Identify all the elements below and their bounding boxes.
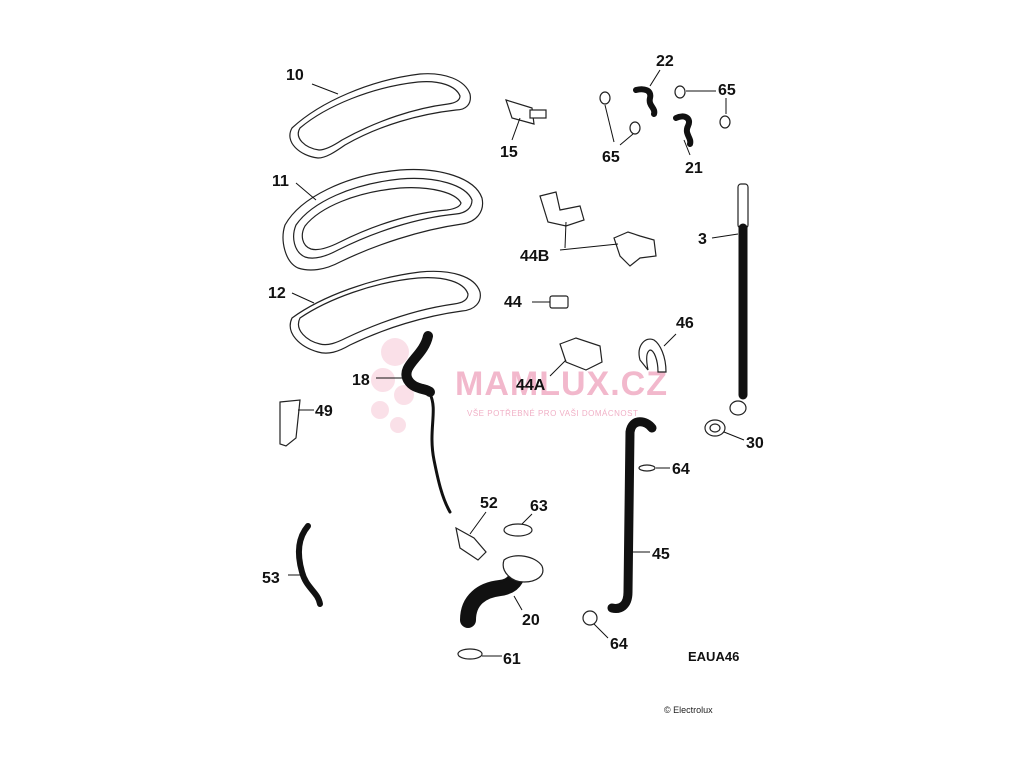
part-30-nut	[704, 419, 745, 441]
part-3-hose	[711, 183, 749, 416]
part-65-gasket-left	[599, 91, 641, 146]
leader-10	[311, 83, 339, 95]
part-18-hose	[376, 331, 452, 514]
part-15-lock	[505, 99, 547, 141]
part-49-bracket	[279, 399, 314, 447]
callout-65-right: 65	[718, 82, 736, 99]
leader-65-left-b	[619, 133, 634, 146]
leader-65-left-a	[604, 104, 615, 143]
leader-22	[649, 69, 661, 87]
part-12-seal	[289, 270, 481, 354]
callout-53: 53	[262, 570, 280, 587]
leader-30	[723, 431, 745, 441]
leader-20	[513, 595, 523, 611]
part-10-gasket	[289, 73, 471, 159]
part-11-door-frame	[282, 168, 484, 271]
part-52-valve	[455, 511, 487, 561]
callout-65-left: 65	[602, 149, 620, 166]
leader-12	[291, 292, 315, 304]
callout-22: 22	[656, 53, 674, 70]
part-44a-clamp	[549, 337, 603, 377]
part-61-clamp	[457, 648, 502, 660]
callout-3: 3	[698, 231, 707, 248]
callout-12: 12	[268, 285, 286, 302]
part-53-hose	[288, 523, 323, 607]
callout-44: 44	[504, 294, 522, 311]
part-65-gasket-right	[674, 85, 731, 129]
callout-10: 10	[286, 67, 304, 84]
part-21-hose-bend	[673, 113, 694, 156]
leader-44b-a	[564, 221, 567, 249]
part-20-hose	[460, 555, 544, 628]
part-63-clamp	[503, 513, 533, 537]
leader-63	[521, 513, 533, 525]
leader-46	[663, 333, 677, 347]
part-46-clip	[638, 333, 677, 373]
callout-49: 49	[315, 403, 333, 420]
part-64-clip-upper	[638, 464, 670, 472]
callout-52: 52	[480, 495, 498, 512]
callout-30: 30	[746, 435, 764, 452]
callout-15: 15	[500, 144, 518, 161]
watermark: MAMLUX.CZ VŠE POTŘEBNÉ PRO VAŠI DOMÁCNOS…	[371, 338, 668, 433]
leader-44a	[549, 359, 567, 377]
callout-44a: 44A	[516, 377, 546, 394]
part-44b-clamp	[539, 191, 657, 267]
callout-64-lower: 64	[610, 636, 628, 653]
part-45-drain-hose	[607, 417, 657, 613]
callout-61: 61	[503, 651, 521, 668]
leader-11	[295, 182, 317, 201]
callout-18: 18	[352, 372, 370, 389]
callout-45: 45	[652, 546, 670, 563]
watermark-logo	[371, 338, 414, 433]
leader-52	[469, 511, 487, 535]
drawing-code: EAUA46	[688, 649, 739, 664]
leader-3	[711, 233, 739, 239]
leader-15	[511, 117, 521, 141]
callout-64-upper: 64	[672, 461, 690, 478]
watermark-name: MAMLUX.CZ	[455, 365, 668, 403]
callout-21: 21	[685, 160, 703, 177]
leader-21	[683, 139, 691, 156]
leader-44b-b	[559, 243, 619, 251]
part-22-hose-bend	[633, 69, 661, 117]
callout-11: 11	[272, 173, 289, 190]
leader-64-lower	[593, 623, 609, 639]
copyright-text: © Electrolux	[664, 705, 713, 715]
watermark-tagline: VŠE POTŘEBNÉ PRO VAŠI DOMÁCNOST	[467, 409, 638, 418]
part-44-clip	[532, 295, 569, 309]
part-64-clip-lower	[582, 610, 609, 639]
callout-20: 20	[522, 612, 540, 629]
callout-44b: 44B	[520, 248, 549, 265]
callout-46: 46	[676, 315, 694, 332]
callout-63: 63	[530, 498, 548, 515]
